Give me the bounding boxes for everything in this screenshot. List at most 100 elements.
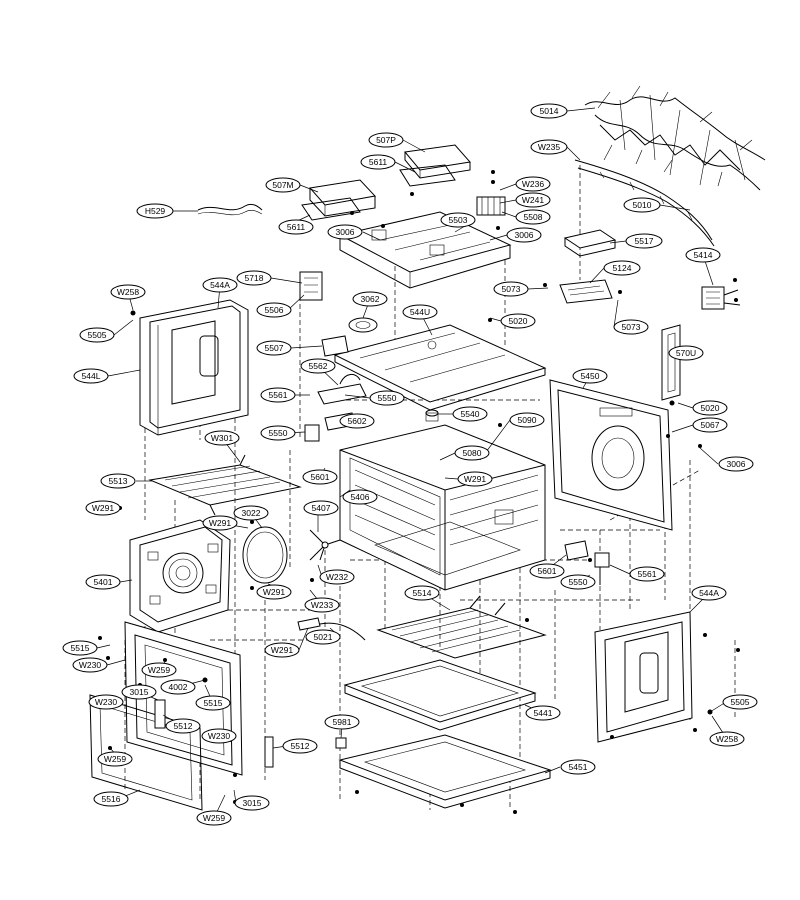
callout-5503: 5503 xyxy=(440,212,476,228)
fan-5407 xyxy=(309,529,341,561)
callout-507p: 507P xyxy=(368,132,404,148)
callout-5451: 5451 xyxy=(560,759,596,775)
svg-text:570U: 570U xyxy=(676,348,696,358)
svg-text:5406: 5406 xyxy=(351,492,370,502)
svg-text:5414: 5414 xyxy=(694,250,713,260)
svg-text:W258: W258 xyxy=(117,287,139,297)
svg-text:W232: W232 xyxy=(326,572,348,582)
wire-h529 xyxy=(197,203,263,211)
callout-5124: 5124 xyxy=(603,260,641,276)
callout-5718: 5718 xyxy=(236,270,272,286)
svg-text:5512: 5512 xyxy=(174,721,193,731)
svg-text:5601: 5601 xyxy=(311,472,330,482)
callout-5540: 5540 xyxy=(452,406,488,422)
svg-text:W259: W259 xyxy=(148,665,170,675)
callout-w230-top: W230 xyxy=(72,657,108,673)
svg-text:5516: 5516 xyxy=(102,794,121,804)
svg-text:W230: W230 xyxy=(208,731,230,741)
callout-w301: W301 xyxy=(204,430,240,446)
callout-5080: 5080 xyxy=(454,445,490,461)
callout-5550-bottom: 5550 xyxy=(560,574,596,590)
svg-text:5550: 5550 xyxy=(569,577,588,587)
callout-5020-right: 5020 xyxy=(692,400,728,416)
side-panel-544a-right xyxy=(594,611,693,743)
side-panel-544l xyxy=(139,299,249,436)
callout-3062: 3062 xyxy=(352,291,388,307)
svg-text:3015: 3015 xyxy=(243,798,262,808)
callout-5414: 5414 xyxy=(685,247,721,263)
callout-5561-top: 5561 xyxy=(260,387,296,403)
svg-text:3062: 3062 xyxy=(361,294,380,304)
svg-text:5080: 5080 xyxy=(463,448,482,458)
callout-w235: W235 xyxy=(530,139,568,155)
svg-text:4002: 4002 xyxy=(169,682,188,692)
svg-text:5515: 5515 xyxy=(204,698,223,708)
bracket-507p xyxy=(404,144,471,179)
part-5611a xyxy=(399,164,456,187)
svg-text:W230: W230 xyxy=(95,697,117,707)
svg-text:W235: W235 xyxy=(538,142,560,152)
svg-text:5601: 5601 xyxy=(538,566,557,576)
callout-5508: 5508 xyxy=(515,209,551,225)
callout-5067: 5067 xyxy=(692,417,728,433)
callout-5014: 5014 xyxy=(530,103,568,119)
callout-w236: W236 xyxy=(515,176,551,192)
callout-544a-top: 544A xyxy=(202,277,238,293)
svg-text:W291: W291 xyxy=(464,474,486,484)
fan-cover-5401 xyxy=(129,519,231,633)
svg-text:5514: 5514 xyxy=(413,588,432,598)
svg-text:5506: 5506 xyxy=(265,305,284,315)
panel-5450 xyxy=(549,379,673,531)
callout-w291-right: W291 xyxy=(457,471,493,487)
part-5611b xyxy=(301,197,361,221)
lamp-parts-lower xyxy=(564,540,610,585)
svg-text:5021: 5021 xyxy=(314,632,333,642)
svg-text:5401: 5401 xyxy=(94,577,113,587)
sensor-5562 xyxy=(317,374,367,405)
callout-5090: 5090 xyxy=(509,412,545,428)
svg-text:507P: 507P xyxy=(376,135,396,145)
callout-h529: H529 xyxy=(136,203,174,219)
svg-text:5451: 5451 xyxy=(569,762,588,772)
svg-text:3015: 3015 xyxy=(130,687,149,697)
callout-5407: 5407 xyxy=(303,500,339,516)
part-5021 xyxy=(297,617,366,641)
svg-text:3006: 3006 xyxy=(727,459,746,469)
svg-text:5562: 5562 xyxy=(309,361,328,371)
callout-5441: 5441 xyxy=(525,705,561,721)
svg-text:W241: W241 xyxy=(522,195,544,205)
svg-text:544A: 544A xyxy=(699,588,719,598)
svg-text:5550: 5550 xyxy=(378,393,397,403)
oven-cavity xyxy=(339,424,546,591)
callout-5507: 5507 xyxy=(256,340,292,356)
pan-5441 xyxy=(343,659,537,731)
part-5124 xyxy=(559,279,613,304)
svg-text:5561: 5561 xyxy=(269,390,288,400)
bracket-570u xyxy=(661,324,681,401)
callout-5562: 5562 xyxy=(300,358,336,374)
switch-5414 xyxy=(701,286,741,310)
callout-w291-fan: W291 xyxy=(256,584,292,600)
svg-text:5010: 5010 xyxy=(633,200,652,210)
convection-element-3022 xyxy=(242,526,288,584)
callout-5516: 5516 xyxy=(93,791,129,807)
svg-text:5124: 5124 xyxy=(613,263,632,273)
svg-text:5513: 5513 xyxy=(109,476,128,486)
callout-5515-top: 5515 xyxy=(62,640,98,656)
svg-text:3006: 3006 xyxy=(515,230,534,240)
svg-text:5611: 5611 xyxy=(287,222,306,232)
callout-5020-top: 5020 xyxy=(500,313,536,329)
heating-element-5513 xyxy=(148,454,302,516)
callout-5010: 5010 xyxy=(623,197,661,213)
svg-text:5718: 5718 xyxy=(245,273,264,283)
callout-544l: 544L xyxy=(73,368,109,384)
callout-5506: 5506 xyxy=(256,302,292,318)
callout-w259-top: W259 xyxy=(141,662,177,678)
callout-w230-left: W230 xyxy=(88,694,124,710)
part-5517 xyxy=(563,229,617,257)
svg-text:W230: W230 xyxy=(79,660,101,670)
part-3062 xyxy=(348,317,378,333)
callout-w291-left: W291 xyxy=(85,500,121,516)
svg-text:5073: 5073 xyxy=(502,284,521,294)
svg-text:5508: 5508 xyxy=(524,212,543,222)
